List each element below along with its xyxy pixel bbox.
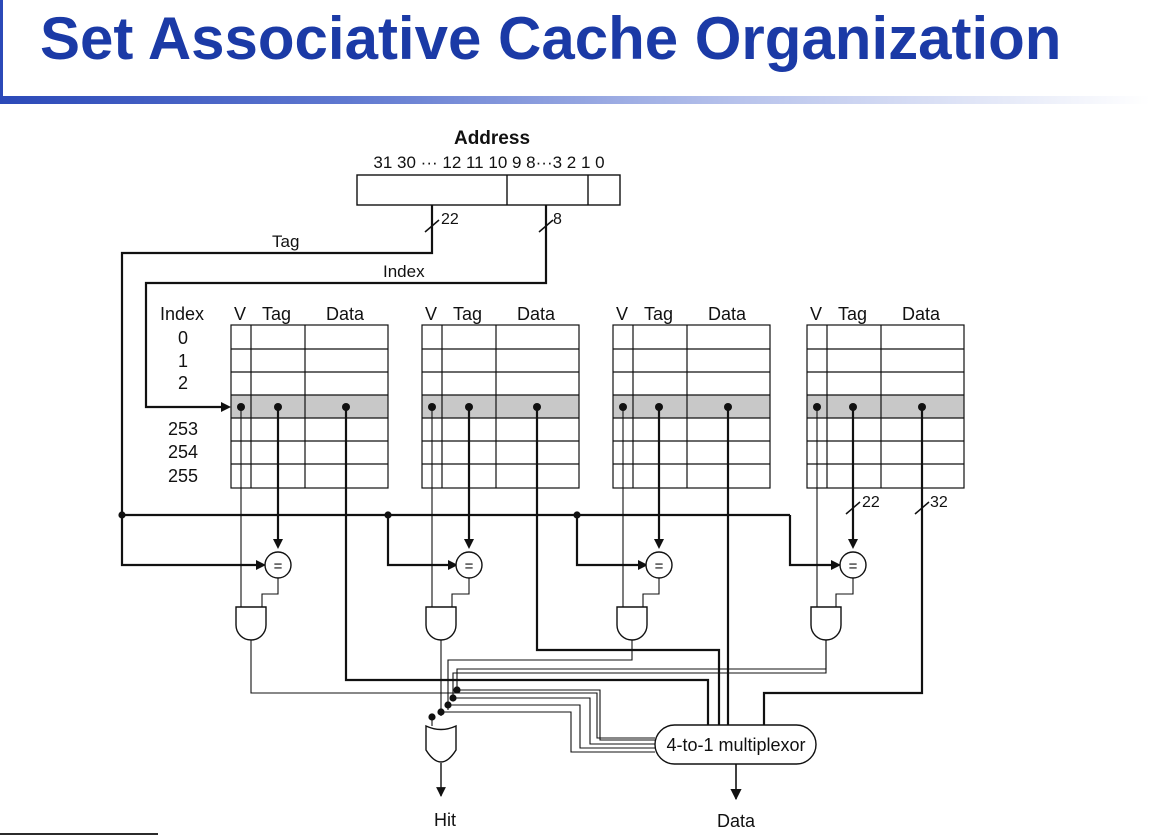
index-arrowhead [221, 402, 231, 412]
way-1-v-header: V [425, 304, 437, 324]
tag-bus-arrowheads [256, 560, 841, 570]
way-1-selected-row [422, 395, 579, 418]
way-2-selected-row [613, 395, 770, 418]
way-1-tag-header: Tag [453, 304, 482, 324]
comparator-1: = [455, 551, 483, 579]
title-gradient-rule [0, 96, 1150, 104]
row-index-255: 255 [168, 466, 198, 486]
way-0-selected-row [231, 395, 388, 418]
index-column-header: Index [160, 304, 204, 324]
tag-compare-bus [120, 513, 833, 567]
way-3-data-header: Data [902, 304, 941, 324]
and-gate-2 [616, 606, 648, 641]
tag-wire [120, 205, 434, 515]
row-index-2: 2 [178, 373, 188, 393]
row-index-0: 0 [178, 328, 188, 348]
comparator-3-symbol: = [849, 558, 858, 575]
address-bit-numbers: 31 30 ··· 12 11 10 9 8···3 2 1 0 [373, 153, 604, 172]
cache-way-2: V Tag Data [612, 304, 771, 489]
way-2-tag-header: Tag [644, 304, 673, 324]
stored-tag-wires [276, 407, 855, 540]
and-gate-1 [425, 606, 457, 641]
way-3-tag-slash [845, 501, 861, 515]
row-index-1: 1 [178, 351, 188, 371]
slide-title: Set Associative Cache Organization [40, 5, 1062, 72]
way-1-data-header: Data [517, 304, 556, 324]
and-gate-0 [235, 606, 267, 641]
way-3-selected-row [807, 395, 964, 418]
stored-tag-arrowheads [273, 539, 858, 549]
row-index-254: 254 [168, 442, 198, 462]
title-left-edge [0, 0, 3, 104]
multiplexor-label: 4-to-1 multiplexor [666, 735, 805, 755]
address-register [356, 174, 621, 206]
comparator-0-symbol: = [274, 558, 283, 575]
comparator-2: = [645, 551, 673, 579]
way-3-tag-header: Tag [838, 304, 867, 324]
data-bus-width: 32 [930, 494, 948, 511]
tag-bus-slash [424, 219, 440, 233]
and-gates [235, 606, 842, 641]
data-bus-slash [914, 501, 930, 515]
tag-bus-width: 22 [441, 211, 459, 228]
compare-to-and-wires [261, 578, 854, 607]
cache-way-0: V Tag Data [230, 304, 389, 489]
row-index-253: 253 [168, 419, 198, 439]
comparator-2-symbol: = [655, 558, 664, 575]
comparators: = = = = [264, 551, 867, 579]
comparator-0: = [264, 551, 292, 579]
or-input-junctions [428, 686, 461, 721]
index-bus-width: 8 [553, 211, 562, 228]
comparator-1-symbol: = [465, 558, 474, 575]
way-3-v-header: V [810, 304, 822, 324]
tag-wire-label: Tag [272, 232, 299, 251]
way-2-v-header: V [616, 304, 628, 324]
valid-wires [240, 407, 818, 607]
address-title: Address [454, 128, 530, 149]
cache-way-3: V Tag Data [806, 304, 965, 489]
way-0-v-header: V [234, 304, 246, 324]
data-wires [344, 407, 924, 725]
data-out-label: Data [717, 811, 756, 831]
hit-label: Hit [434, 810, 456, 830]
index-wire [144, 205, 548, 409]
way-0-data-header: Data [326, 304, 365, 324]
tag-bus-junctions [118, 511, 581, 519]
row-read-dots [237, 403, 926, 411]
comparator-3: = [839, 551, 867, 579]
way-2-data-header: Data [708, 304, 747, 324]
and-gate-3 [810, 606, 842, 641]
footer-rule [0, 833, 158, 835]
cache-way-1: V Tag Data [421, 304, 580, 489]
way-3-tag-bus-width: 22 [862, 494, 880, 511]
way-0-tag-header: Tag [262, 304, 291, 324]
index-bus-slash [538, 219, 554, 233]
or-gate [425, 724, 457, 763]
index-wire-label: Index [383, 262, 425, 281]
